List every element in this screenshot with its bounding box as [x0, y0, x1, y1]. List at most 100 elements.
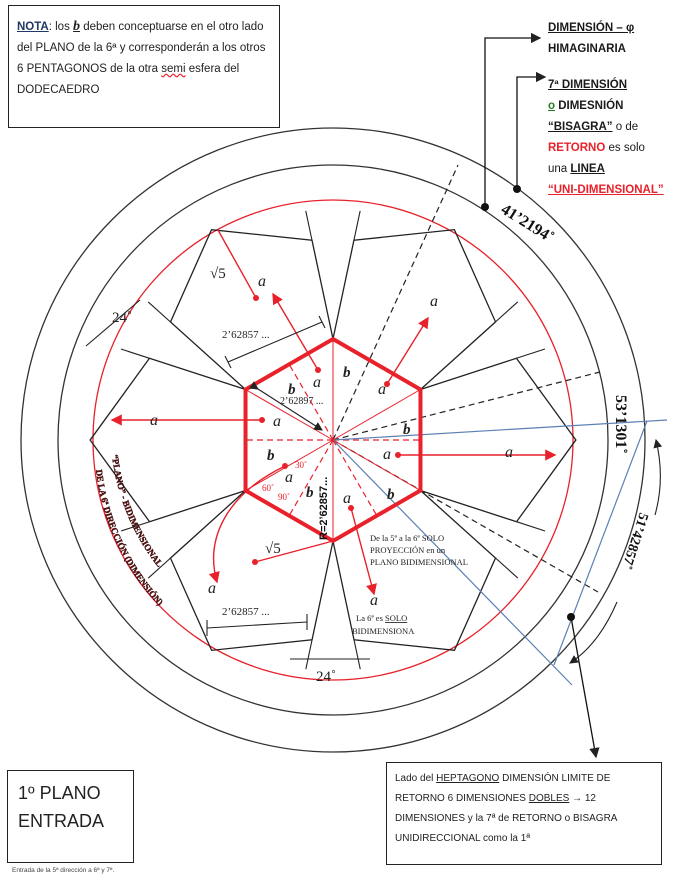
bisagra: “BISAGRA”: [548, 121, 613, 133]
projection-note-3: PLANO BIDIMENSIONAL: [370, 557, 468, 567]
outer-ring: [20, 127, 646, 753]
red-circle: [92, 199, 574, 681]
heptagono-box: Lado del HEPTAGONO DIMENSIÓN LIMITE DE R…: [386, 762, 662, 865]
pentagon: [169, 228, 334, 391]
spoke-line: [353, 639, 361, 670]
sqrt5-label: √5: [210, 266, 226, 282]
side-length-bottom: 2’62857 ...: [222, 606, 270, 618]
label-a: a: [430, 293, 438, 310]
label-a: a: [383, 446, 391, 463]
curved-label-direccion: DE LA 6ª DIRECCIÓN (DIMENSIÓN): [94, 469, 165, 607]
plano-caption: Entrada de la 5ª dirección a 6ª y 7ª.: [12, 867, 115, 874]
side-length-hex: 2’62897 ...: [280, 396, 323, 407]
spoke-line: [516, 348, 546, 359]
angle-60: 60˚: [262, 483, 274, 493]
spoke-line: [353, 210, 361, 241]
angle-90: 90˚: [278, 492, 290, 502]
label-a: a: [208, 580, 216, 597]
plano-line1: 1º PLANO: [18, 783, 101, 803]
pentagon: [169, 489, 334, 652]
label-a: a: [313, 374, 321, 391]
label-a: a: [258, 273, 266, 290]
label-a: a: [505, 444, 513, 461]
spokes: [120, 210, 546, 670]
nota-label: NOTA: [17, 21, 49, 33]
hept-text: → 12 DIMENSIONES y la 7ª de RETORNO o BI…: [395, 793, 617, 844]
dimension-lines: [85, 299, 663, 664]
dimesnion: DIMESNIÓN: [555, 100, 624, 112]
dimension-7: 7ª DIMENSIÓN: [548, 79, 628, 91]
linea: LINEA: [570, 163, 605, 175]
nota-text: : los: [48, 21, 74, 33]
hexagon-radius: [332, 439, 421, 491]
label-a: a: [150, 412, 158, 429]
dobles: DOBLES: [528, 793, 570, 804]
projection-note-1: De la 5ª a la 6ª SOLO: [370, 533, 444, 543]
bidim-note-1: La 6ª es SOLO: [356, 613, 407, 623]
angle-41-label: 41’2194˚: [498, 201, 557, 246]
label-b: b: [306, 485, 314, 501]
hexagon-radius: [245, 439, 334, 491]
o-word: o: [548, 100, 556, 112]
label-b: b: [387, 487, 395, 503]
nota-semi: semi: [161, 63, 186, 75]
angle-51-label: 51’42857˚: [618, 511, 650, 571]
radius-label: R=2’62857...: [318, 477, 330, 540]
nota-text: deben conceptuarse en el otro lado del P…: [17, 21, 266, 75]
pentagon: [419, 357, 577, 523]
o-de: o de: [612, 121, 639, 133]
blue-lines: [332, 419, 668, 686]
spoke-line: [305, 210, 313, 241]
a-labels: a a a a a a a a a a a a: [150, 273, 513, 609]
spoke-line: [495, 301, 519, 323]
b-labels: b b b b b b: [267, 365, 411, 503]
plano-line2: ENTRADA: [18, 811, 105, 831]
sqrt5-label: √5: [265, 541, 281, 557]
label-a: a: [285, 469, 293, 486]
curved-label-plano: “PLANO” - BIDIMENSIONAL: [110, 454, 165, 569]
hept-text: DIMENSIÓN LIMITE DE RETORNO 6 DIMENSIONE…: [395, 773, 611, 804]
spoke-line: [147, 301, 171, 323]
dimension-phi: DIMENSIÓN – φ: [548, 22, 635, 34]
label-a: a: [343, 490, 351, 507]
spoke-line: [120, 348, 150, 359]
bidim-note-2: BIDIMENSIONA: [352, 626, 415, 636]
spoke-line: [120, 521, 150, 532]
spoke-line: [495, 557, 519, 579]
projection-note-2: PROYECCIÓN en un: [370, 545, 446, 555]
una: una: [548, 163, 571, 175]
hept-text: Lado del: [395, 773, 437, 784]
hexagon-radius: [332, 389, 421, 441]
himaginaria: HIMAGINARIA: [548, 43, 626, 55]
spoke-line: [305, 639, 313, 670]
nota-box: NOTA: los b deben conceptuarse en el otr…: [8, 5, 280, 128]
b-symbol: b: [73, 19, 81, 34]
inner-ring: [57, 164, 609, 716]
side-length-top: 2’62857 ...: [222, 329, 270, 341]
angle-53-label: 53’1301˚: [612, 395, 629, 454]
spoke-line: [147, 557, 171, 579]
dimension-notes: DIMENSIÓN – φ HIMAGINARIA 7ª DIMENSIÓN o…: [548, 18, 690, 201]
pentagon: [89, 357, 247, 523]
angle-24-bottom: 24˚: [316, 669, 336, 685]
concentric-rings: [20, 127, 646, 753]
red-dots: [252, 295, 401, 565]
pointer-lines: [484, 32, 600, 759]
label-a: a: [273, 413, 281, 430]
pentagon: [332, 228, 497, 391]
label-b: b: [267, 448, 275, 464]
plano-entrada-box: 1º PLANO ENTRADA: [7, 770, 134, 863]
retorno: RETORNO: [548, 142, 606, 154]
nota-text: esfera del DODECAEDRO: [17, 63, 240, 96]
label-a: a: [378, 381, 386, 398]
uni-dimensional: “UNI-DIMENSIONAL”: [548, 184, 664, 196]
es-solo: es solo: [605, 142, 645, 154]
spoke-line: [516, 521, 546, 532]
heptagono: HEPTAGONO: [436, 773, 500, 784]
angle-30: 30˚: [295, 460, 307, 470]
label-b: b: [343, 365, 351, 381]
angle-24-top: 24˚: [112, 310, 132, 326]
red-arrows: [110, 229, 557, 596]
label-b: b: [403, 422, 411, 438]
